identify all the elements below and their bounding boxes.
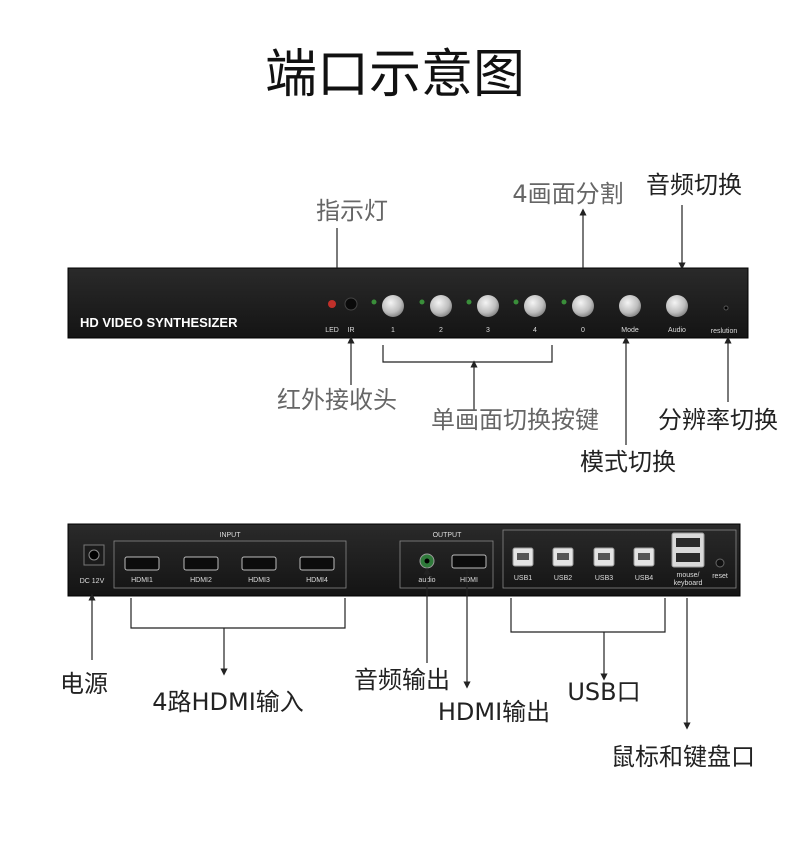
output-label: OUTPUT (433, 532, 463, 539)
output-group-frame (399, 540, 494, 589)
hdmi-out-callout: HDMI输出 (438, 698, 550, 726)
button-2-label: 2 (439, 327, 443, 334)
hdmi-in-label-4: HDMI4 (306, 577, 328, 584)
resolution-pinhole[interactable] (723, 305, 729, 311)
mode-switch-callout: 模式切换 (580, 448, 676, 476)
button-1[interactable] (382, 295, 404, 317)
mode-button[interactable] (619, 295, 641, 317)
front-panel: HD VIDEO SYNTHESIZER LED IR 1 2 3 4 0 Mo… (67, 267, 749, 339)
rear-panel: DC 12V INPUT HDMI1 HDMI2 HDMI3 HDMI4 OUT… (67, 523, 741, 597)
usb-callout: USB口 (567, 678, 640, 706)
hdmi-in-port-3[interactable] (241, 556, 277, 571)
led-indicator (328, 300, 336, 308)
button-3[interactable] (477, 295, 499, 317)
hdmi-in-port-2[interactable] (183, 556, 219, 571)
audio-button[interactable] (666, 295, 688, 317)
hdmi-in-label-1: HDMI1 (131, 577, 153, 584)
button-2[interactable] (430, 295, 452, 317)
mouse-keyboard-callout: 鼠标和键盘口 (611, 743, 755, 771)
led-label: LED (325, 327, 339, 334)
front-callouts (336, 205, 732, 445)
ir-receiver-callout: 红外接收头 (277, 386, 397, 414)
hdmi-in-port-1[interactable] (124, 556, 160, 571)
rear-callouts (88, 567, 691, 730)
quad-split-callout: 4画面分割 (512, 180, 623, 208)
ir-label: IR (348, 327, 355, 334)
hdmi-in-label-3: HDMI3 (248, 577, 270, 584)
page-title: 端口示意图 (265, 45, 525, 105)
button-4-label: 4 (533, 327, 537, 334)
mouse-label: mouse/ (677, 572, 700, 579)
ir-receiver (344, 297, 358, 311)
hdmi-out-label: HDMI (460, 577, 478, 584)
usb-label-2: USB2 (554, 575, 572, 582)
dc-label: DC 12V (80, 578, 105, 585)
reset-pinhole[interactable] (715, 558, 725, 568)
indicator-callout: 指示灯 (316, 197, 388, 225)
button-3-label: 3 (486, 327, 490, 334)
audio-switch-callout: 音频切换 (646, 171, 742, 199)
hdmi-in-callout: 4路HDMI输入 (152, 688, 304, 716)
hdmi-out-port[interactable] (451, 554, 487, 569)
button-1-label: 1 (391, 327, 395, 334)
button-4[interactable] (524, 295, 546, 317)
audio-label: Audio (668, 327, 686, 334)
hdmi-in-label-2: HDMI2 (190, 577, 212, 584)
audio-out-callout: 音频输出 (354, 666, 450, 694)
reset-label: reset (712, 573, 728, 580)
input-label: INPUT (220, 532, 242, 539)
usb-label-1: USB1 (514, 575, 532, 582)
hdmi-in-port-4[interactable] (299, 556, 335, 571)
button-0-label: 0 (581, 327, 585, 334)
usb-label-3: USB3 (595, 575, 613, 582)
mode-label: Mode (621, 327, 639, 334)
brand-label: HD VIDEO SYNTHESIZER (80, 315, 238, 330)
usb-label-4: USB4 (635, 575, 653, 582)
resolution-switch-callout: 分辨率切换 (658, 406, 778, 434)
usb-group-frame (502, 529, 737, 589)
resolution-label: reslution (711, 328, 738, 335)
button-0[interactable] (572, 295, 594, 317)
keyboard-label: keyboard (674, 580, 703, 587)
input-group-frame (113, 540, 347, 589)
power-callout: 电源 (60, 670, 108, 698)
single-switch-callout: 单画面切换按键 (431, 406, 599, 434)
